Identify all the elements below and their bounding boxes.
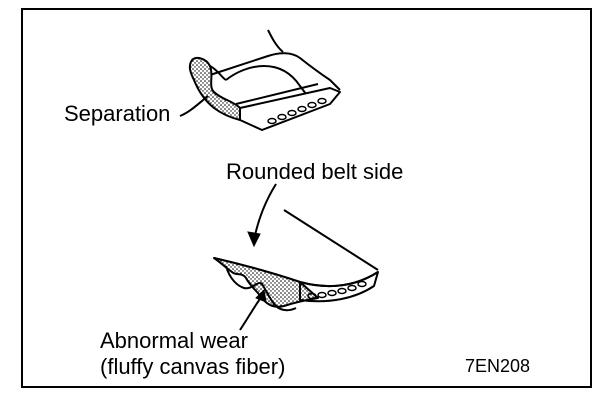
lower-belt-cords [307, 280, 367, 300]
upper-belt-tooth-front [225, 65, 307, 95]
abnormal-wear-leader-line [239, 295, 263, 331]
upper-belt-back-edge [267, 29, 284, 53]
abnormal-wear-label: Abnormal wear [100, 328, 248, 353]
lower-belt-illustration [213, 209, 379, 312]
figure-frame [21, 8, 592, 388]
lower-belt-teeth [225, 265, 297, 312]
upper-belt-cords [267, 97, 327, 125]
lower-belt-side [299, 271, 379, 303]
rounded-belt-side-label: Rounded belt side [226, 159, 404, 184]
upper-belt-illustration [188, 29, 341, 131]
separation-label: Separation [64, 101, 171, 126]
rounded-side-leader-line [253, 183, 277, 241]
upper-belt-tooth [209, 52, 341, 91]
figure-code: 7EN208 [465, 356, 531, 376]
separation-leader-line [179, 95, 209, 117]
upper-belt-top-line [235, 83, 319, 105]
lower-belt-top-edge [283, 209, 379, 271]
rounded-side-arrowhead [247, 231, 261, 248]
abnormal-wear-detail-label: (fluffy canvas fiber) [100, 354, 286, 379]
abnormal-wear-arrowhead [255, 288, 267, 303]
upper-belt-side [239, 87, 341, 131]
